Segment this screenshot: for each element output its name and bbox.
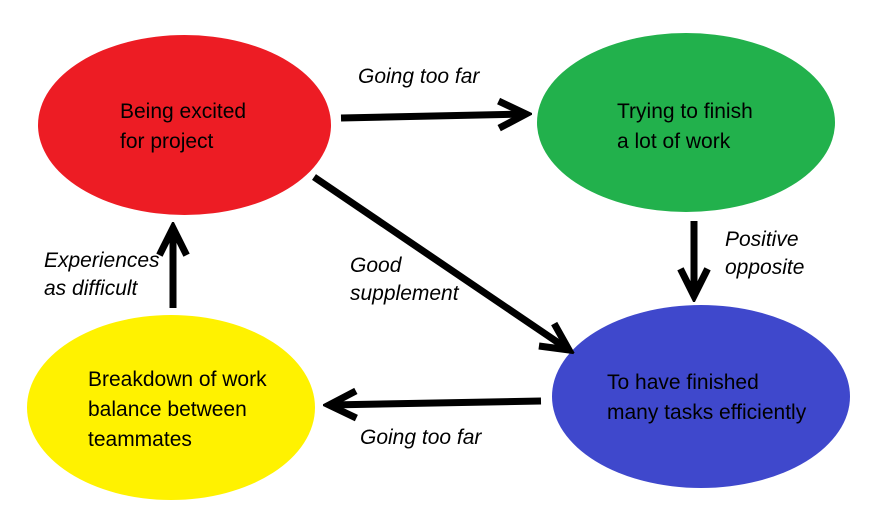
node-being-excited-label: Being excited for project (120, 97, 246, 157)
node-trying-to-finish-label: Trying to finish a lot of work (617, 97, 753, 157)
arrow-finished-to-breakdown (329, 401, 542, 405)
node-label-line: To have finished (607, 371, 759, 394)
node-trying-to-finish: Trying to finish a lot of work (537, 33, 835, 212)
node-breakdown-of-work-label: Breakdown of work balance between teamma… (88, 365, 267, 455)
node-label-line: for project (120, 130, 214, 153)
node-label-line: Breakdown of work (88, 368, 267, 391)
node-label-line: Being excited (120, 100, 247, 123)
edge-label-line: Going too far (360, 426, 482, 449)
node-label-line: many tasks efficiently (607, 401, 807, 424)
node-being-excited: Being excited for project (38, 35, 331, 215)
arrow-excited-to-finished (312, 174, 569, 350)
node-label-line: Trying to finish (617, 100, 753, 123)
edge-label-good-supplement: Good supplement (350, 252, 459, 308)
node-finished-many-tasks: To have finished many tasks efficiently (552, 305, 850, 488)
node-label-line: balance between (88, 398, 247, 421)
edge-label-line: opposite (725, 256, 805, 279)
node-label-line: teammates (88, 428, 192, 451)
edge-label-line: Good (350, 254, 402, 277)
edge-label-line: Positive (725, 228, 799, 251)
edge-label-experiences-as-difficult: Experiences as difficult (44, 247, 160, 303)
edge-label-line: Experiences (44, 249, 160, 272)
arrow-excited-to-trying (340, 114, 526, 118)
edge-label-going-too-far-top: Going too far (358, 63, 479, 91)
edge-label-line: as difficult (44, 277, 138, 300)
edge-label-going-too-far-bottom: Going too far (360, 424, 481, 452)
node-breakdown-of-work: Breakdown of work balance between teamma… (27, 315, 315, 500)
edge-label-line: supplement (350, 282, 459, 305)
node-finished-many-tasks-label: To have finished many tasks efficiently (607, 368, 806, 428)
edge-label-positive-opposite: Positive opposite (725, 226, 804, 282)
node-label-line: a lot of work (617, 130, 731, 153)
edge-label-line: Going too far (358, 65, 480, 88)
